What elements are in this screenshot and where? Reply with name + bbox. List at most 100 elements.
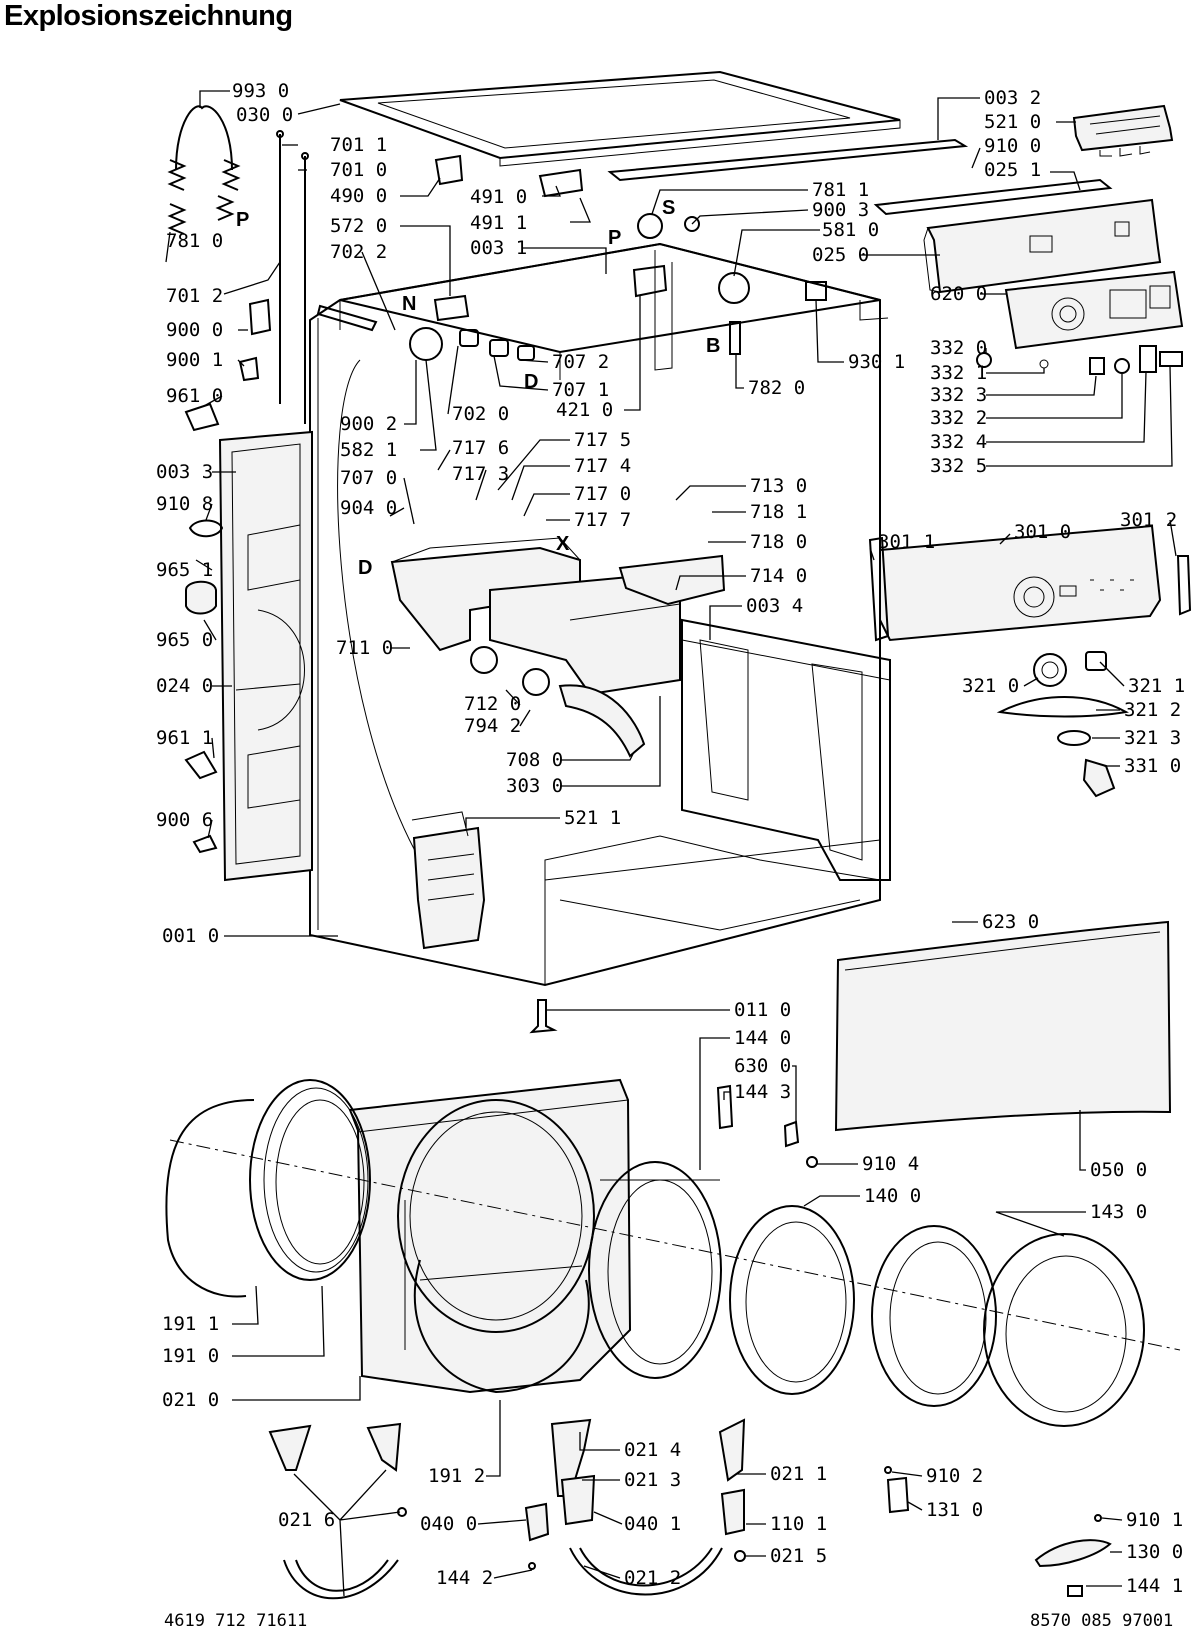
callout-label: 910 2: [926, 1465, 983, 1487]
callout-label: 521 0: [984, 111, 1041, 133]
marker-letter: X: [556, 533, 570, 555]
foot: [529, 999, 558, 1034]
detergent-drawer-housing: [390, 537, 726, 696]
main-cabinet: [309, 242, 891, 987]
callout-label: 993 0: [232, 80, 289, 102]
callout-label: 025 0: [812, 244, 869, 266]
callout-label: 900 3: [812, 199, 869, 221]
marker-letter: S: [662, 197, 675, 219]
marker-letter: D: [358, 557, 372, 579]
marker-letter: P: [608, 227, 621, 249]
suspension-springs: [167, 105, 241, 235]
callout-label: 130 0: [1126, 1541, 1183, 1563]
left-small-parts: [184, 298, 272, 854]
callout-label: 781 1: [812, 179, 869, 201]
leader-lines: [165, 90, 1177, 1597]
callout-label: 965 1: [156, 559, 213, 581]
callout-label: 910 1: [1126, 1509, 1183, 1531]
callout-label: 717 5: [574, 429, 631, 451]
callout-label: 491 0: [470, 186, 527, 208]
callout-label: 717 6: [452, 437, 509, 459]
callout-label: 021 2: [624, 1567, 681, 1589]
callout-label: 620 0: [930, 283, 987, 305]
callout-labels: 993 0 030 0 701 1 701 0 490 0 572 0 702 …: [156, 80, 1185, 1597]
callout-label: 030 0: [236, 104, 293, 126]
callout-label: 900 0: [166, 319, 223, 341]
footer-left-code: 4619 712 71611: [164, 1611, 307, 1631]
callout-label: 781 0: [166, 230, 223, 252]
callout-label: 021 5: [770, 1545, 827, 1567]
callout-label: 140 0: [864, 1185, 921, 1207]
parts-drawing: [165, 70, 1192, 1600]
callout-label: 191 0: [162, 1345, 219, 1367]
callout-label: 961 1: [156, 727, 213, 749]
callout-label: 003 3: [156, 461, 213, 483]
door-rings: [729, 1205, 1145, 1427]
callout-label: 702 0: [452, 403, 509, 425]
electronic-module: [1072, 104, 1174, 157]
callout-label: 332 0: [930, 337, 987, 359]
callout-label: 110 1: [770, 1513, 827, 1535]
callout-label: 021 3: [624, 1469, 681, 1491]
control-panel-bracket: [873, 178, 1162, 294]
callout-label: 021 6: [278, 1509, 335, 1531]
callout-label: 717 0: [574, 483, 631, 505]
callout-label: 003 4: [746, 595, 803, 617]
callout-label: 572 0: [330, 215, 387, 237]
callout-label: 144 2: [436, 1567, 493, 1589]
drain-hose: [558, 684, 646, 758]
callout-label: 003 1: [470, 237, 527, 259]
footer-right-code: 8570 085 97001: [1030, 1611, 1173, 1631]
switch-parts: [976, 345, 1183, 375]
callout-label: 718 1: [750, 501, 807, 523]
selector-knob-parts: [996, 651, 1129, 798]
callout-label: 581 0: [822, 219, 879, 241]
marker-letter: D: [524, 371, 538, 393]
callout-label: 024 0: [156, 675, 213, 697]
callout-label: 930 1: [848, 351, 905, 373]
program-board: [1004, 270, 1184, 350]
callout-label: 040 0: [420, 1513, 477, 1535]
callout-label: 717 7: [574, 509, 631, 531]
door-hinge-ring: [588, 1161, 722, 1379]
callout-label: 713 0: [750, 475, 807, 497]
callout-label: 321 3: [1124, 727, 1181, 749]
callout-label: 701 1: [330, 134, 387, 156]
callout-label: 630 0: [734, 1055, 791, 1077]
callout-label: 714 0: [750, 565, 807, 587]
callout-label: 708 0: [506, 749, 563, 771]
callout-label: 040 1: [624, 1513, 681, 1535]
callout-label: 321 2: [1124, 699, 1181, 721]
callout-label: 332 2: [930, 407, 987, 429]
page-title: Explosionszeichnung: [4, 0, 293, 32]
callout-label: 321 1: [1128, 675, 1185, 697]
callout-label: 707 0: [340, 467, 397, 489]
callout-label: 711 0: [336, 637, 393, 659]
callout-label: 332 1: [930, 362, 987, 384]
callout-label: 331 0: [1124, 755, 1181, 777]
callout-label: 623 0: [982, 911, 1039, 933]
callout-label: 910 0: [984, 135, 1041, 157]
door-strip-panel: [834, 920, 1172, 1132]
callout-label: 701 0: [330, 159, 387, 181]
marker-letters: P N S P B D X D: [236, 197, 720, 579]
callout-label: 050 0: [1090, 1159, 1147, 1181]
callout-label: 003 2: [984, 87, 1041, 109]
door-seal-ring: [165, 1079, 371, 1298]
porthole-arc: [413, 1259, 590, 1394]
callout-label: 011 0: [734, 999, 791, 1021]
top-valves: [316, 154, 827, 361]
callout-label: 144 0: [734, 1027, 791, 1049]
pump-module: [411, 811, 486, 950]
callout-label: 421 0: [556, 399, 613, 421]
rear-panel: [218, 430, 313, 882]
callout-label: 794 2: [464, 715, 521, 737]
callout-label: 961 0: [166, 385, 223, 407]
callout-label: 021 0: [162, 1389, 219, 1411]
callout-label: 702 2: [330, 241, 387, 263]
callout-label: 910 4: [862, 1153, 919, 1175]
callout-label: 712 0: [464, 693, 521, 715]
callout-label: 144 3: [734, 1081, 791, 1103]
callout-label: 707 1: [552, 379, 609, 401]
marker-letter: P: [236, 209, 249, 231]
